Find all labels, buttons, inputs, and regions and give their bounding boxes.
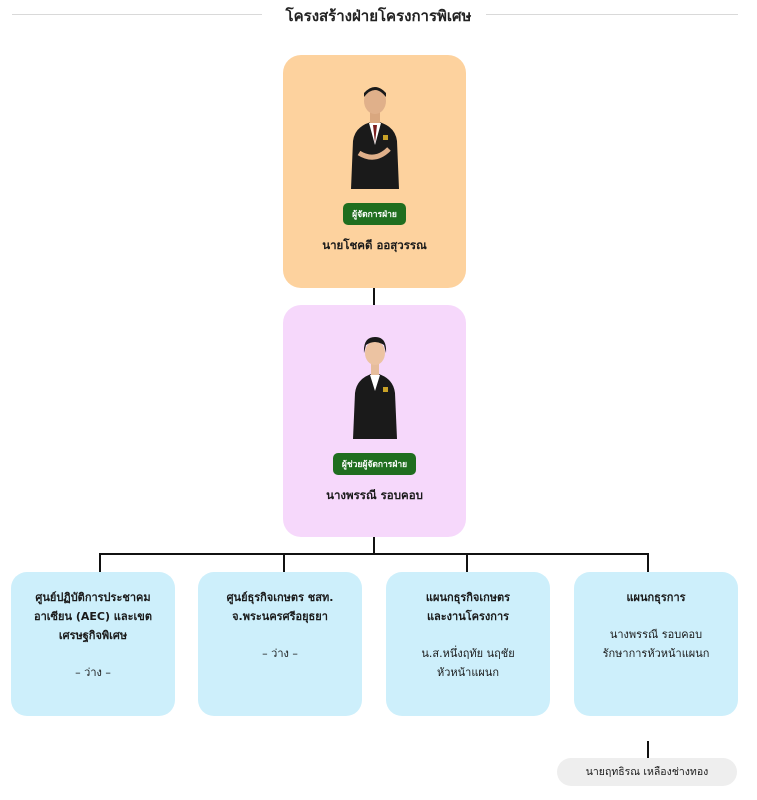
connector-assistant-down xyxy=(373,537,375,554)
manager-card[interactable]: ผู้จัดการฝ่าย นายโชคดี ออสุวรรณ xyxy=(283,55,466,288)
assistant-name: นางพรรณี รอบคอบ xyxy=(326,488,423,502)
dept-name-line: อาเซียน (AEC) และเขต xyxy=(34,610,152,623)
assistant-role-badge: ผู้ช่วยผู้จัดการฝ่าย xyxy=(332,453,417,475)
dept-name-line: จ.พระนครศรีอยุธยา xyxy=(232,610,328,623)
connector-dept-3 xyxy=(466,553,468,572)
dept-card-admin[interactable]: แผนกธุรการ นางพรรณี รอบคอบ รักษาการหัวหน… xyxy=(574,572,738,716)
dept-status: – ว่าง – xyxy=(262,647,298,660)
connector-dept-4 xyxy=(647,553,649,572)
connector-admin-staff xyxy=(647,741,649,758)
connector-dept-1 xyxy=(99,553,101,572)
dept-name-line: เศรษฐกิจพิเศษ xyxy=(58,629,128,642)
staff-pill[interactable]: นายฤทธิรณ เหลืองช่างทอง xyxy=(557,758,737,786)
dept-card-agri-projects[interactable]: แผนกธุรกิจเกษตร และงานโครงการ น.ส.หนึ่งฤ… xyxy=(386,572,550,716)
dept-name-line: ศูนย์ปฏิบัติการประชาคม xyxy=(35,591,151,604)
title-rule-right xyxy=(486,14,738,15)
page-title: โครงสร้างฝ่ายโครงการพิเศษ xyxy=(285,7,472,25)
dept-name-line: ศูนย์ธุรกิจเกษตร ชสท. xyxy=(226,591,334,604)
title-rule-left xyxy=(12,14,262,15)
dept-head-name: นางพรรณี รอบคอบ xyxy=(609,628,703,641)
dept-head-title: รักษาการหัวหน้าแผนก xyxy=(602,647,710,660)
manager-name: นายโชคดี ออสุวรรณ xyxy=(322,238,427,252)
connector-dept-2 xyxy=(283,553,285,572)
dept-head-name: น.ส.หนึ่งฤทัย นฤชัย xyxy=(421,647,515,660)
dept-name-line: และงานโครงการ xyxy=(426,610,510,623)
connector-horizontal-bar xyxy=(99,553,649,555)
dept-card-aec[interactable]: ศูนย์ปฏิบัติการประชาคม อาเซียน (AEC) และ… xyxy=(11,572,175,716)
assistant-photo xyxy=(342,329,407,439)
manager-photo xyxy=(342,79,407,189)
dept-name-line: แผนกธุรการ xyxy=(626,591,686,604)
connector-manager-assistant xyxy=(373,288,375,305)
dept-name-line: แผนกธุรกิจเกษตร xyxy=(425,591,511,604)
assistant-card[interactable]: ผู้ช่วยผู้จัดการฝ่าย นางพรรณี รอบคอบ xyxy=(283,305,466,537)
dept-status: – ว่าง – xyxy=(75,666,111,679)
dept-card-agri-center[interactable]: ศูนย์ธุรกิจเกษตร ชสท. จ.พระนครศรีอยุธยา … xyxy=(198,572,362,716)
dept-head-title: หัวหน้าแผนก xyxy=(436,666,500,679)
manager-role-badge: ผู้จัดการฝ่าย xyxy=(343,203,406,225)
